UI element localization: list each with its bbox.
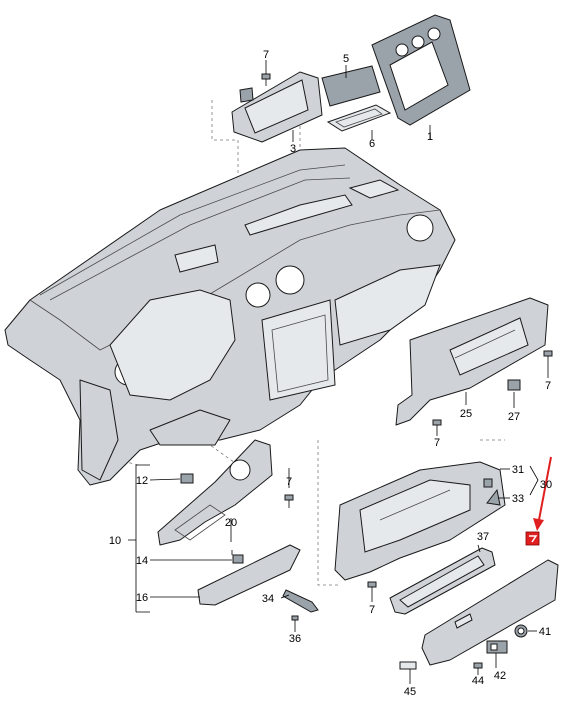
part-3-bracket xyxy=(231,71,323,143)
part-41-cylinder xyxy=(514,624,528,638)
highlighted-part xyxy=(525,456,552,546)
part-37-glove-box-liner xyxy=(389,547,496,615)
label-27: 27 xyxy=(508,411,520,423)
label-1: 1 xyxy=(427,131,433,143)
part-16-lower-trim xyxy=(197,544,301,606)
label-44: 44 xyxy=(472,675,484,687)
red-arrowhead-icon xyxy=(533,518,544,531)
label-25: 25 xyxy=(460,408,472,420)
label-7-mid: 7 xyxy=(434,437,440,449)
part-45-pin xyxy=(399,661,417,670)
glove-box-lid xyxy=(421,559,559,666)
part-33-bracket xyxy=(486,488,501,506)
label-45: 45 xyxy=(404,686,416,698)
label-31: 31 xyxy=(512,464,524,476)
label-36: 36 xyxy=(289,633,301,645)
label-33: 33 xyxy=(512,493,524,505)
dashboard-panel xyxy=(4,147,456,486)
part-14-clip xyxy=(232,554,244,564)
label-7-right: 7 xyxy=(545,380,551,392)
label-41: 41 xyxy=(539,626,551,638)
red-arrow-icon xyxy=(537,456,552,526)
highlight-marker xyxy=(525,531,540,546)
part-1-trim-frame xyxy=(371,14,471,126)
label-7-bottom: 7 xyxy=(369,604,375,616)
label-5: 5 xyxy=(343,53,349,65)
part-42-lock xyxy=(486,640,508,654)
part-12-clip xyxy=(180,473,194,484)
screw-7-bottom xyxy=(367,581,377,595)
label-10: 10 xyxy=(109,535,121,547)
part-31-clip xyxy=(483,478,493,488)
label-7-top: 7 xyxy=(263,49,269,61)
screw-7-right xyxy=(543,350,553,366)
label-16: 16 xyxy=(136,592,148,604)
label-30: 30 xyxy=(540,479,552,491)
label-20: 20 xyxy=(225,517,237,529)
label-12: 12 xyxy=(136,475,148,487)
part-25-storage-tray xyxy=(395,297,549,426)
part-44-screw xyxy=(473,662,483,669)
part-34-release-lever xyxy=(282,589,319,613)
part-labels: 7 5 3 6 1 7 25 27 7 12 7 20 10 14 16 34 … xyxy=(109,49,552,698)
screw-7-top xyxy=(261,73,271,86)
label-42: 42 xyxy=(494,670,506,682)
label-34: 34 xyxy=(262,593,274,605)
screw-7-mid xyxy=(432,419,442,433)
leader-lines xyxy=(128,60,549,684)
part-20-knee-cover xyxy=(157,439,273,546)
screw-7-console xyxy=(284,494,294,508)
part-36-pin xyxy=(291,615,299,630)
label-7-console: 7 xyxy=(286,476,292,488)
part-5-cover xyxy=(321,65,381,107)
part-27-clip xyxy=(507,379,521,391)
label-37: 37 xyxy=(477,531,489,543)
label-14: 14 xyxy=(136,555,148,567)
label-6: 6 xyxy=(369,138,375,150)
label-3: 3 xyxy=(290,143,296,155)
part-6-seal xyxy=(326,104,392,132)
glove-box-housing xyxy=(334,461,506,581)
